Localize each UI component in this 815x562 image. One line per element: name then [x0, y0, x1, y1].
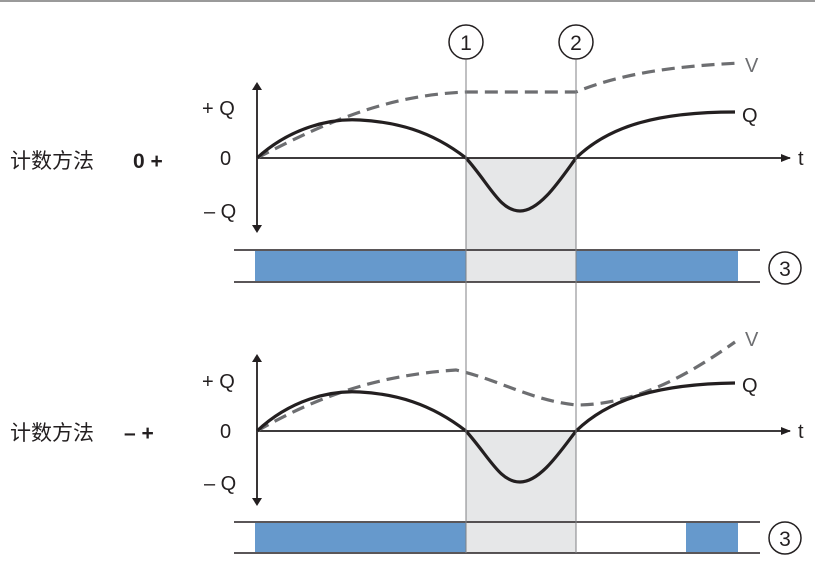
zero-label-top: 0	[220, 148, 231, 170]
marker-1-text: 1	[460, 32, 472, 55]
method-symbol-bottom: – +	[124, 422, 154, 445]
method-label-top: 计数方法	[10, 150, 94, 173]
plus-q-label-top: + Q	[202, 98, 235, 120]
marker-3-text-bottom: 3	[779, 528, 791, 551]
zero-label-bottom: 0	[220, 421, 231, 443]
q-curve-bottom	[255, 381, 736, 484]
marker-1-circle	[448, 24, 484, 60]
marker-2-text: 2	[570, 32, 582, 55]
v-curve-top	[256, 61, 741, 160]
q-label-top: Q	[742, 105, 758, 127]
q-curve-top	[255, 110, 736, 213]
marker-3-circle-bottom	[768, 521, 802, 555]
marker-2-circle	[558, 24, 594, 60]
q-label-bottom: Q	[742, 375, 758, 397]
marker-3-circle-top	[768, 251, 802, 285]
bar-bottom-active-2	[686, 523, 738, 552]
t-label-top: t	[798, 148, 804, 170]
bar-top-active-1	[255, 251, 466, 281]
v-curve-bottom	[256, 340, 736, 433]
bar-bottom-active-1	[255, 523, 466, 552]
minus-q-label-top: – Q	[204, 201, 236, 223]
method-symbol-top: 0 +	[133, 150, 163, 173]
v-label-bottom: V	[745, 329, 759, 351]
marker-3-text-top: 3	[779, 258, 791, 281]
bar-top-active-2	[576, 251, 738, 281]
panel-top: 计数方法 0 + + Q 0 – Q t V Q 3	[10, 55, 804, 285]
t-label-bottom: t	[798, 421, 804, 443]
plus-q-label-bottom: + Q	[202, 371, 235, 393]
panel-bottom: 计数方法 – + + Q 0 – Q t V Q 3	[10, 329, 804, 555]
method-label-bottom: 计数方法	[10, 422, 94, 445]
minus-q-label-bottom: – Q	[204, 473, 236, 495]
v-label-top: V	[745, 55, 759, 77]
